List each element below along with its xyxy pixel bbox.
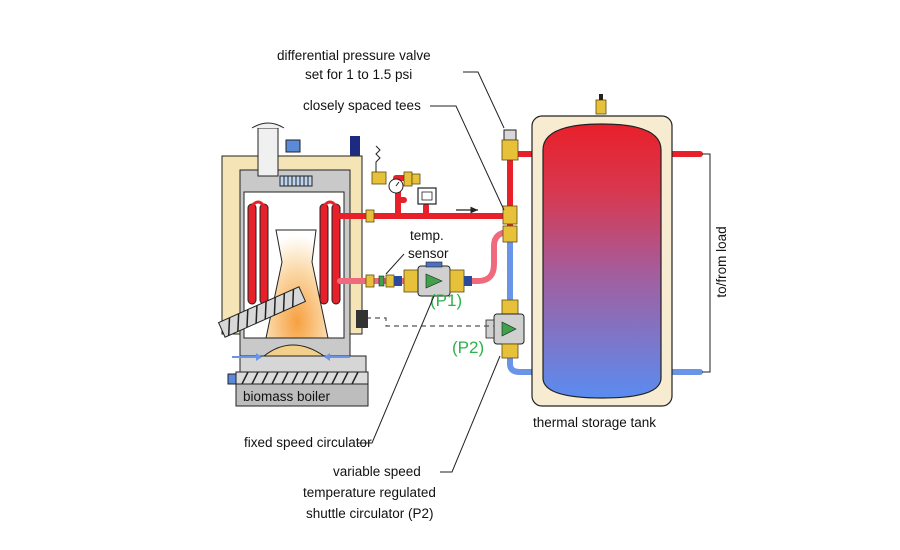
flue-fins xyxy=(279,175,313,187)
supply-union xyxy=(365,209,375,223)
p1-label: (P1) xyxy=(430,291,462,310)
p2-label: (P2) xyxy=(452,338,484,357)
variable-circulator-label-line1: variable speed xyxy=(333,464,421,479)
tees-leader xyxy=(430,105,505,211)
to-from-load-label: to/from load xyxy=(714,226,729,297)
temp-sensor-label-line1: temp. xyxy=(410,228,444,243)
feed-auger xyxy=(217,286,307,338)
controller-box xyxy=(356,310,368,328)
relief-valve-cluster xyxy=(371,145,421,194)
thermal-storage-tank-label: thermal storage tank xyxy=(533,415,656,430)
control-box xyxy=(285,139,301,153)
biomass-boiler-label: biomass boiler xyxy=(243,389,331,404)
tank-air-vent xyxy=(595,99,607,115)
variable-speed-circulator-p2[interactable] xyxy=(485,299,525,359)
bottom-auger xyxy=(227,371,369,385)
variable-circulator-label-line2: temperature regulated xyxy=(303,485,436,500)
boiler-base xyxy=(235,383,369,407)
temp-sensor xyxy=(378,275,385,287)
tank-return-pipe xyxy=(507,229,546,375)
fixed-speed-circulator-label: fixed speed circulator xyxy=(244,435,372,450)
differential-pressure-valve xyxy=(501,129,519,161)
boiler-return-pipe xyxy=(337,229,513,284)
return-union xyxy=(365,274,375,288)
temp-sensor-label-line2: sensor xyxy=(408,246,449,261)
temp-sensor-leader xyxy=(385,253,405,275)
differential-pressure-valve-label-line1: differential pressure valve xyxy=(277,48,431,63)
variable-circulator-leader xyxy=(440,355,501,473)
closely-spaced-tees-label: closely spaced tees xyxy=(303,98,421,113)
flue-pipe xyxy=(257,127,279,177)
differential-pressure-valve-label-line2: set for 1 to 1.5 psi xyxy=(305,67,412,82)
diff-valve-leader xyxy=(463,71,505,129)
tank-vessel xyxy=(542,123,662,399)
return-tee xyxy=(502,225,518,243)
control-wire xyxy=(366,317,494,327)
fixed-circulator-leader xyxy=(358,295,435,444)
variable-circulator-label-line3: shuttle circulator (P2) xyxy=(306,506,434,521)
supply-tee xyxy=(502,205,518,225)
biomass-boiler: biomass boiler xyxy=(217,122,369,407)
load-bracket xyxy=(702,153,711,373)
thermal-storage-tank: thermal storage tank xyxy=(531,94,673,430)
